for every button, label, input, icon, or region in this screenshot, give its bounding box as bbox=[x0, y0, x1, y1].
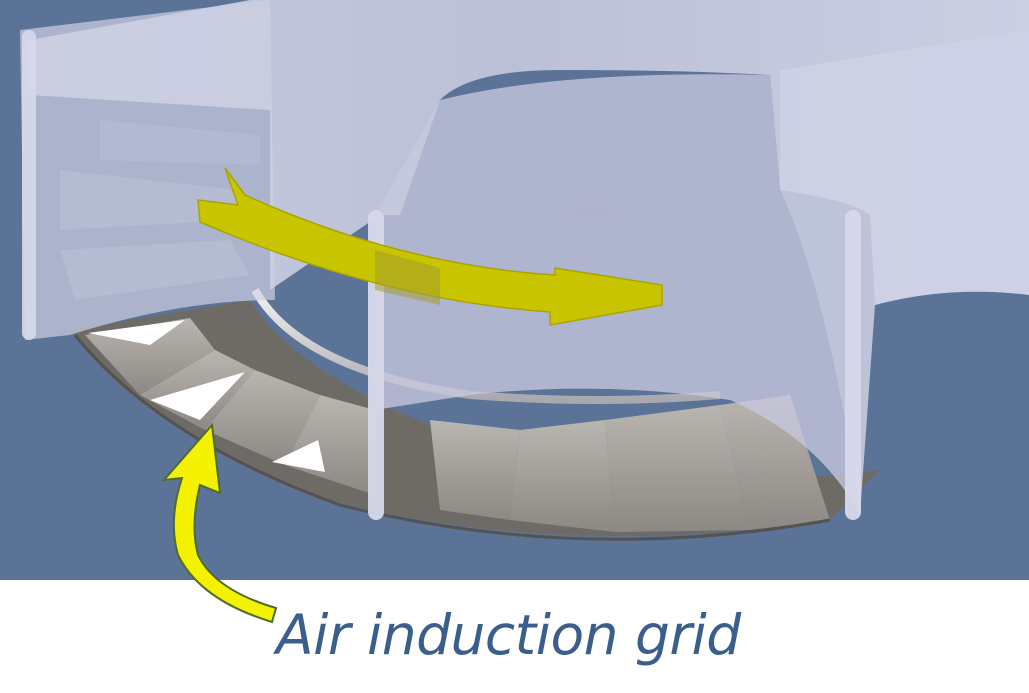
fan-render bbox=[0, 0, 1029, 580]
housing-right-panel bbox=[780, 30, 1029, 515]
grid-opening bbox=[272, 440, 325, 472]
grid-vane bbox=[510, 420, 615, 532]
rotation-arrow bbox=[197, 167, 663, 326]
inner-vane bbox=[60, 240, 250, 300]
inner-vane bbox=[60, 170, 240, 230]
grid-vane bbox=[605, 405, 750, 532]
grid-vane bbox=[430, 420, 520, 520]
hub-hole bbox=[574, 206, 610, 218]
housing-fin bbox=[845, 210, 861, 520]
grid-base bbox=[70, 300, 880, 536]
induction-grid bbox=[70, 288, 880, 541]
grid-opening bbox=[150, 372, 245, 420]
grid-vane bbox=[285, 395, 375, 495]
grid-opening bbox=[88, 320, 185, 345]
inner-vane bbox=[100, 120, 260, 165]
rotation-arrow-shade bbox=[375, 250, 440, 305]
caption-label: Air induction grid bbox=[276, 603, 741, 667]
grid-vane bbox=[720, 395, 830, 530]
housing-fin bbox=[22, 30, 36, 340]
